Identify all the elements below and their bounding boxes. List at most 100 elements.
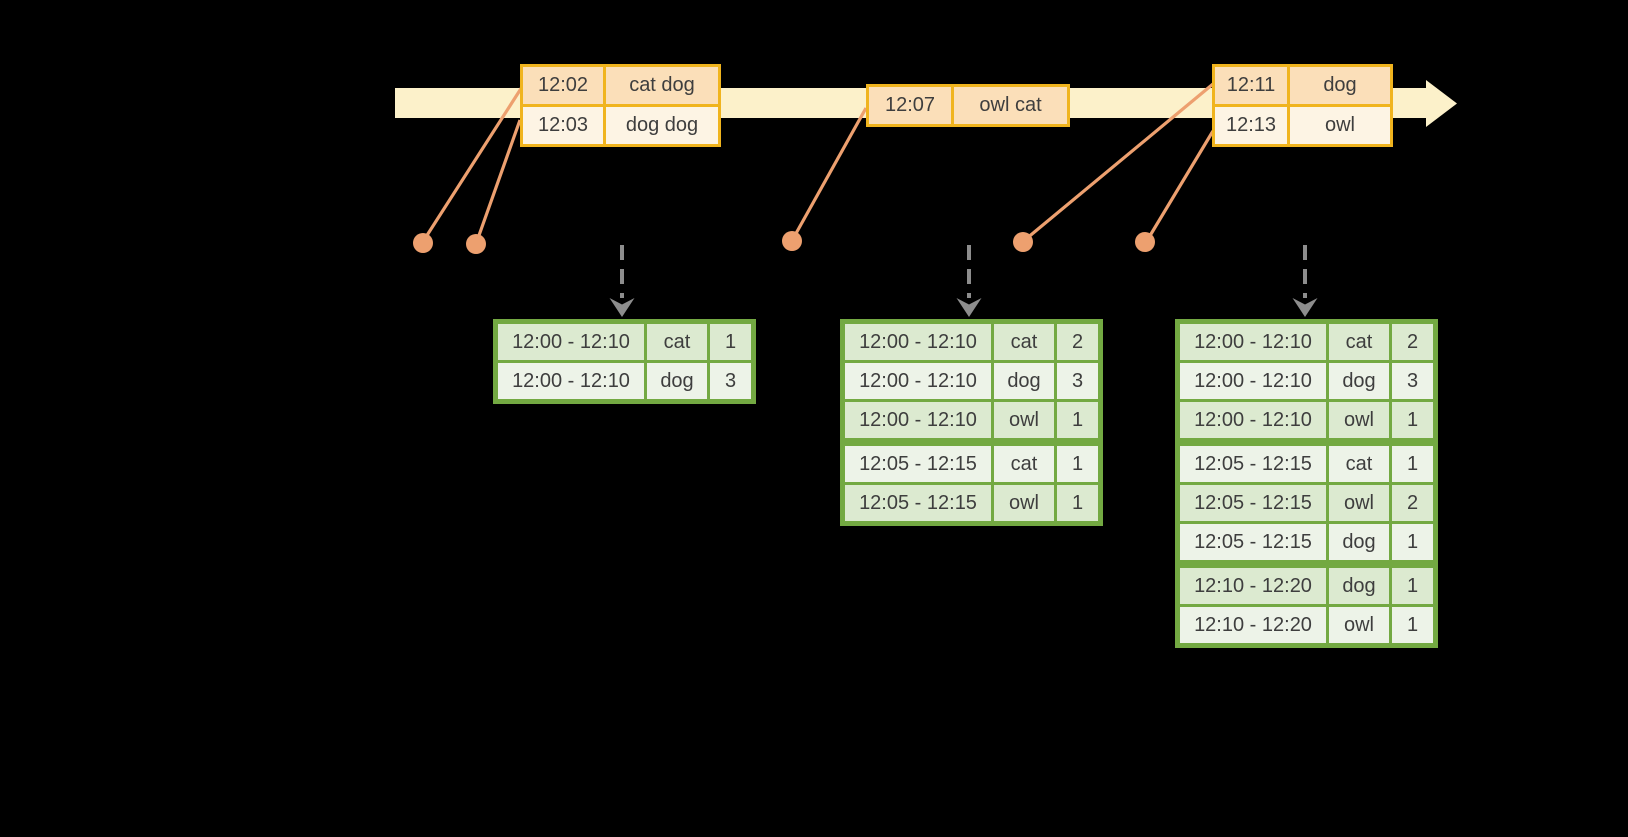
event-connector-line: [792, 107, 868, 238]
count-cell: 1: [707, 320, 755, 363]
event-table-3: 12:11 dog 12:13 owl: [1212, 64, 1393, 147]
result-table-2: 12:00 - 12:10 cat 2 12:00 - 12:10 dog 3 …: [840, 319, 1103, 526]
result-row: 12:10 - 12:20 owl 1: [1176, 604, 1437, 647]
event-connector-line: [475, 119, 522, 242]
count-cell: 3: [1389, 360, 1437, 402]
result-table-3-grid: 12:00 - 12:10 cat 2 12:00 - 12:10 dog 3 …: [1175, 319, 1438, 648]
window-cell: 12:00 - 12:10: [1176, 360, 1329, 402]
event-row: 12:07 owl cat: [866, 84, 1070, 127]
count-cell: 2: [1389, 482, 1437, 524]
event-table-2-grid: 12:07 owl cat: [866, 84, 1070, 127]
event-time-cell: 12:03: [520, 104, 606, 147]
count-cell: 1: [1389, 521, 1437, 566]
result-row: 12:00 - 12:10 dog 3: [1176, 360, 1437, 402]
word-cell: owl: [1326, 482, 1392, 524]
result-row: 12:05 - 12:15 owl 2: [1176, 482, 1437, 524]
event-words-cell: cat dog: [603, 64, 721, 107]
count-cell: 1: [1389, 438, 1437, 485]
event-dot: [466, 234, 486, 254]
window-cell: 12:00 - 12:10: [494, 320, 647, 363]
result-row: 12:00 - 12:10 cat 2: [841, 320, 1102, 363]
result-table-3: 12:00 - 12:10 cat 2 12:00 - 12:10 dog 3 …: [1175, 319, 1438, 648]
event-table-3-grid: 12:11 dog 12:13 owl: [1212, 64, 1393, 147]
event-dot: [413, 233, 433, 253]
event-time-cell: 12:11: [1212, 64, 1290, 107]
word-cell: cat: [644, 320, 710, 363]
window-cell: 12:00 - 12:10: [1176, 320, 1329, 363]
event-dot: [1135, 232, 1155, 252]
trigger-arrow-head: [956, 298, 982, 317]
result-row: 12:00 - 12:10 owl 1: [1176, 399, 1437, 444]
event-row: 12:03 dog dog: [520, 104, 721, 147]
result-row: 12:00 - 12:10 dog 3: [494, 360, 755, 403]
word-cell: owl: [1326, 604, 1392, 647]
word-cell: owl: [1326, 399, 1392, 444]
window-cell: 12:00 - 12:10: [841, 399, 994, 444]
window-cell: 12:00 - 12:10: [494, 360, 647, 403]
word-cell: dog: [1326, 560, 1392, 607]
window-cell: 12:10 - 12:20: [1176, 604, 1329, 647]
word-cell: dog: [1326, 521, 1392, 566]
window-cell: 12:05 - 12:15: [841, 438, 994, 485]
event-words-cell: dog: [1287, 64, 1393, 107]
event-dot: [1013, 232, 1033, 252]
word-cell: owl: [991, 399, 1057, 444]
result-row: 12:00 - 12:10 dog 3: [841, 360, 1102, 402]
count-cell: 1: [1054, 438, 1102, 485]
window-cell: 12:00 - 12:10: [841, 320, 994, 363]
event-words-cell: owl cat: [951, 84, 1070, 127]
event-table-2: 12:07 owl cat: [866, 84, 1070, 127]
window-cell: 12:05 - 12:15: [1176, 438, 1329, 485]
result-row: 12:10 - 12:20 dog 1: [1176, 560, 1437, 607]
count-cell: 2: [1389, 320, 1437, 363]
result-row: 12:00 - 12:10 cat 1: [494, 320, 755, 363]
count-cell: 1: [1389, 560, 1437, 607]
event-words-cell: owl: [1287, 104, 1393, 147]
event-table-1-grid: 12:02 cat dog 12:03 dog dog: [520, 64, 721, 147]
word-cell: dog: [1326, 360, 1392, 402]
window-cell: 12:05 - 12:15: [1176, 521, 1329, 566]
event-dot: [782, 231, 802, 251]
event-time-cell: 12:13: [1212, 104, 1290, 147]
event-connector-line: [422, 86, 524, 241]
count-cell: 1: [1389, 604, 1437, 647]
event-connector-line: [1146, 130, 1215, 240]
trigger-arrow-head: [609, 298, 635, 317]
window-cell: 12:00 - 12:10: [841, 360, 994, 402]
event-row: 12:13 owl: [1212, 104, 1393, 147]
window-cell: 12:00 - 12:10: [1176, 399, 1329, 444]
count-cell: 3: [1054, 360, 1102, 402]
word-cell: dog: [644, 360, 710, 403]
count-cell: 2: [1054, 320, 1102, 363]
result-row: 12:05 - 12:15 owl 1: [841, 482, 1102, 525]
event-connector-line: [1024, 82, 1215, 241]
result-table-1-grid: 12:00 - 12:10 cat 1 12:00 - 12:10 dog 3: [493, 319, 756, 404]
word-cell: dog: [991, 360, 1057, 402]
count-cell: 1: [1389, 399, 1437, 444]
trigger-arrow-head: [1292, 298, 1318, 317]
event-row: 12:11 dog: [1212, 64, 1393, 107]
result-row: 12:00 - 12:10 cat 2: [1176, 320, 1437, 363]
word-cell: cat: [1326, 320, 1392, 363]
result-row: 12:00 - 12:10 owl 1: [841, 399, 1102, 444]
event-words-cell: dog dog: [603, 104, 721, 147]
window-cell: 12:05 - 12:15: [1176, 482, 1329, 524]
count-cell: 3: [707, 360, 755, 403]
word-cell: cat: [1326, 438, 1392, 485]
result-table-1: 12:00 - 12:10 cat 1 12:00 - 12:10 dog 3: [493, 319, 756, 404]
word-cell: cat: [991, 320, 1057, 363]
event-time-cell: 12:07: [866, 84, 954, 127]
count-cell: 1: [1054, 399, 1102, 444]
count-cell: 1: [1054, 482, 1102, 525]
window-cell: 12:10 - 12:20: [1176, 560, 1329, 607]
timeline-arrowhead: [1426, 80, 1457, 127]
result-table-2-grid: 12:00 - 12:10 cat 2 12:00 - 12:10 dog 3 …: [840, 319, 1103, 526]
result-row: 12:05 - 12:15 dog 1: [1176, 521, 1437, 566]
event-row: 12:02 cat dog: [520, 64, 721, 107]
result-row: 12:05 - 12:15 cat 1: [841, 438, 1102, 485]
word-cell: owl: [991, 482, 1057, 525]
result-row: 12:05 - 12:15 cat 1: [1176, 438, 1437, 485]
window-cell: 12:05 - 12:15: [841, 482, 994, 525]
event-table-1: 12:02 cat dog 12:03 dog dog: [520, 64, 721, 147]
